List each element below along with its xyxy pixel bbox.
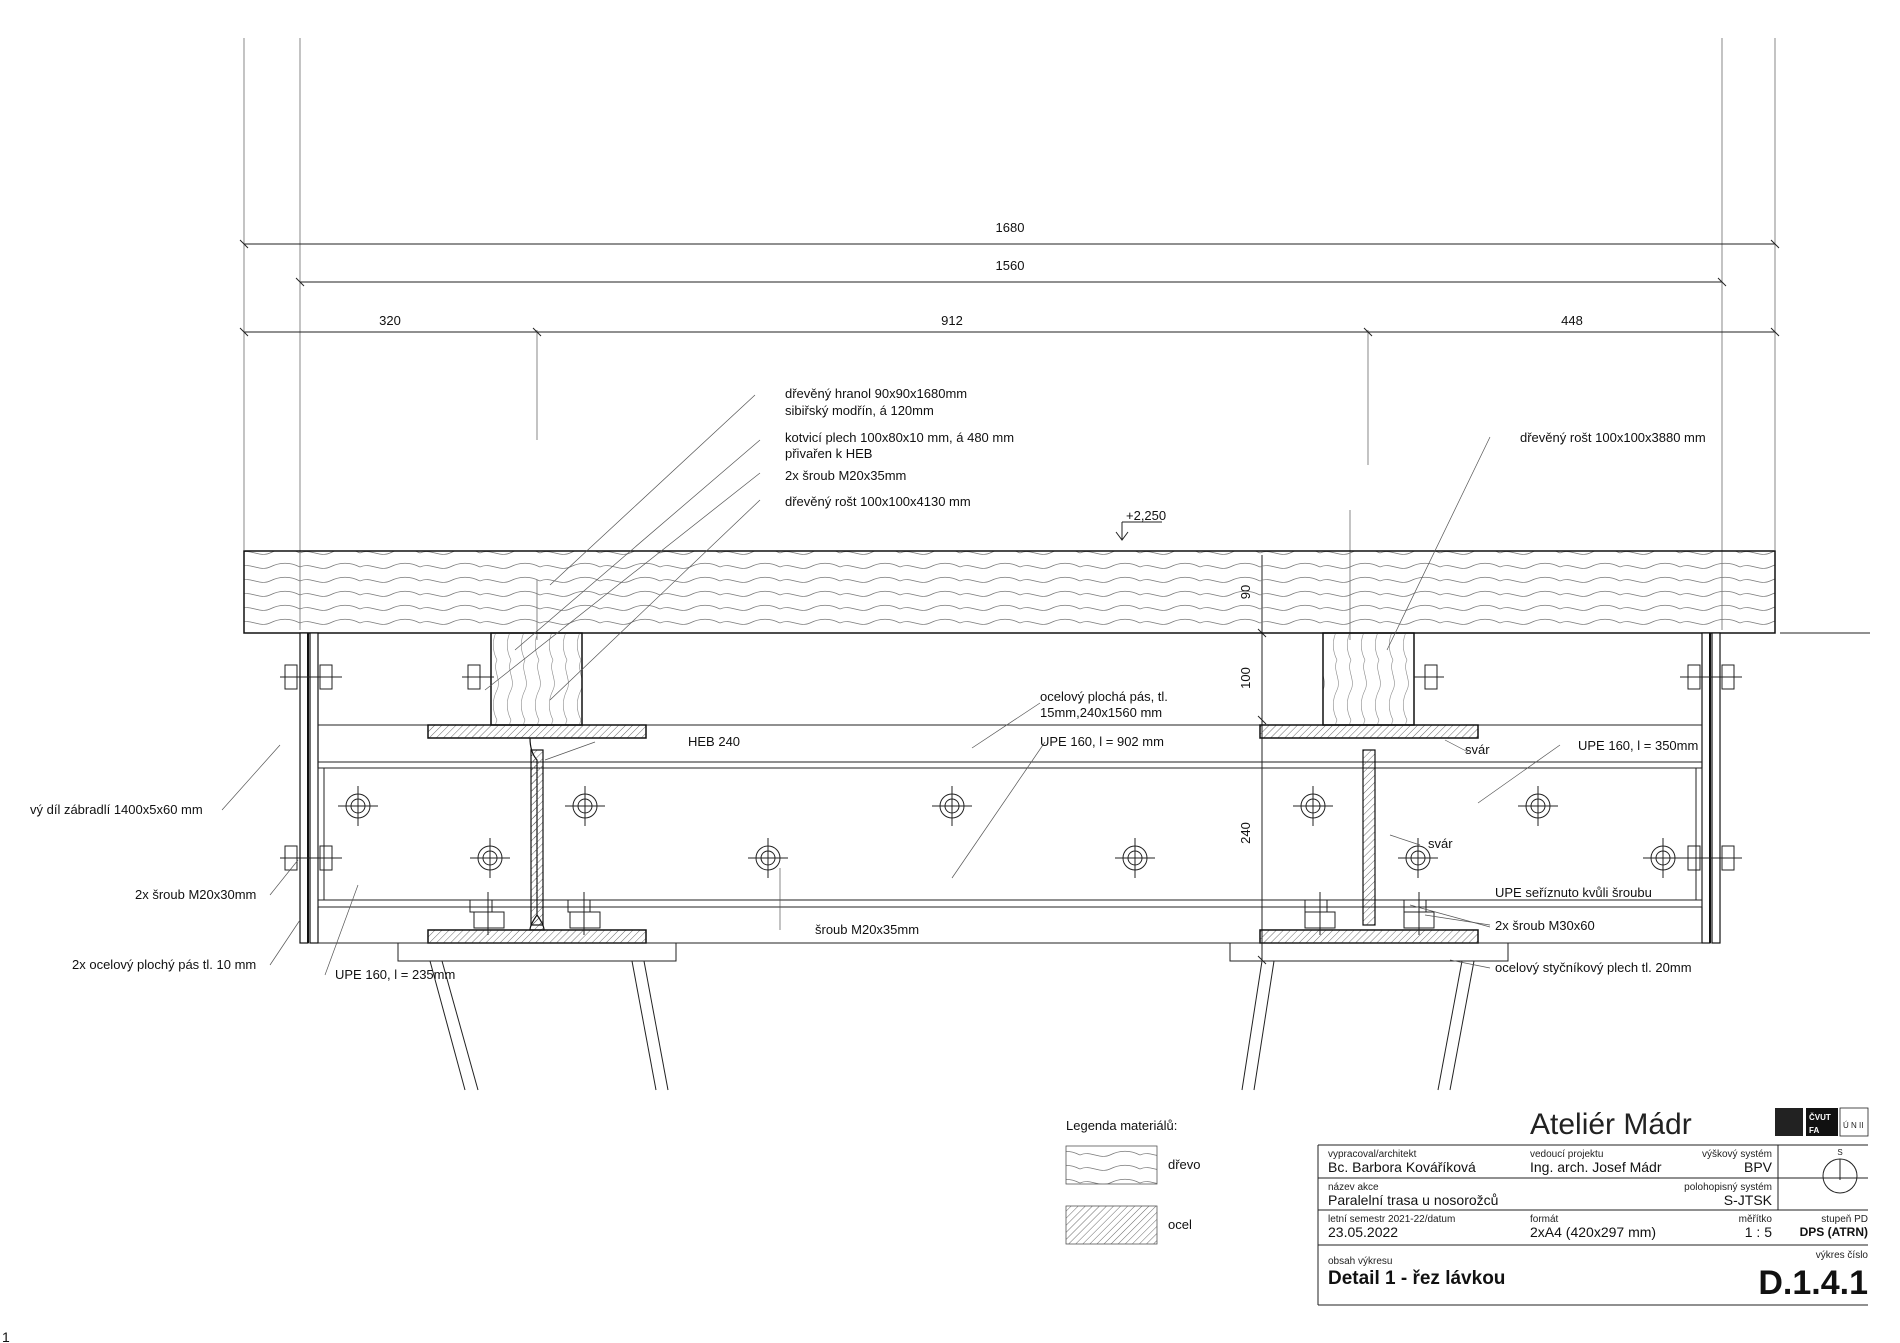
level-marker [1115,521,1162,541]
wood-joist-right [1322,632,1415,726]
author-label: vypracoval/architekt [1328,1149,1417,1160]
logo-fa: FA [1809,1126,1819,1135]
bolt [1115,838,1155,878]
studio-name: Ateliér Mádr [1530,1108,1692,1141]
level-value: +2,250 [1126,508,1166,523]
north-arrow [1822,1158,1858,1194]
label-stycnikovy: ocelový styčníkový plech tl. 20mm [1495,960,1692,975]
wood-deck [243,550,1776,634]
legend-wood-swatch [1065,1145,1158,1185]
dim-overall: 1680 [996,220,1025,235]
legend-wood-label: dřevo [1168,1157,1201,1172]
title-block [1317,1144,1868,1306]
label-sroub-2x30: 2x šroub M20x30mm [135,887,256,902]
stage: DPS (ATRN) [1800,1225,1868,1239]
label-rost-4130: dřevěný rošt 100x100x4130 mm [785,494,971,509]
railing-left [299,632,319,944]
legend-steel-label: ocel [1168,1217,1192,1232]
bolt-bottom [1403,892,1435,935]
bolt-side [1414,664,1444,690]
label-hranol-2: sibiřský modřín, á 120mm [785,403,934,418]
label-svar-1: svár [1465,742,1490,757]
dim-left: 320 [379,313,401,328]
dim-inner: 1560 [996,258,1025,273]
label-sroub-2x35: 2x šroub M20x35mm [785,468,906,483]
columns [397,942,1509,1091]
bolt-bottom [469,892,505,935]
height-sys-label: výškový systém [1702,1149,1772,1160]
logo-un: Ú N II [1843,1121,1863,1130]
bolt [748,838,788,878]
steel-frame [317,724,1703,944]
action: Paralelní trasa u nosorožců [1328,1192,1498,1208]
content-label: obsah výkresu [1328,1256,1392,1267]
heb-beam-left [427,724,647,944]
extension-lines [243,38,1776,640]
format-label: formát [1530,1214,1559,1225]
scale: 1 : 5 [1745,1224,1772,1240]
legend-title: Legenda materiálů: [1066,1118,1177,1133]
label-svar-2: svár [1428,836,1453,851]
label-zabradli: vý díl zábradlí 1400x5x60 mm [30,802,203,817]
label-sroub-30x60: 2x šroub M30x60 [1495,918,1595,933]
dim-right: 448 [1561,313,1583,328]
scale-label: měřítko [1739,1214,1773,1225]
author: Bc. Barbora Kováříková [1328,1159,1476,1175]
label-kotvici-1: kotvicí plech 100x80x10 mm, á 480 mm [785,430,1014,445]
stage-label: stupeň PD [1821,1214,1868,1225]
height-sys: BPV [1744,1159,1773,1175]
label-heb: HEB 240 [688,734,740,749]
coord-sys: S-JTSK [1724,1192,1773,1208]
bolt [1518,786,1558,826]
label-sroub-35: šroub M20x35mm [815,922,919,937]
label-upe-902: UPE 160, l = 902 mm [1040,734,1164,749]
logo-cvut: ČVUT [1809,1113,1831,1122]
bolts [280,664,1742,935]
drawing-number: D.1.4.1 [1758,1264,1868,1302]
bolt-side [1680,845,1742,871]
leader: Ing. arch. Josef Mádr [1530,1159,1662,1175]
bolt-bottom [1304,892,1336,935]
label-upe-seriznuto: UPE seříznuto kvůli šroubu [1495,885,1652,900]
label-plochy-pas-1: ocelový plochá pás, tl. [1040,689,1168,704]
bolt-bottom [567,892,601,935]
bolt [932,786,972,826]
leader-label: vedoucí projektu [1530,1149,1603,1160]
legend-steel-swatch [1065,1205,1158,1245]
coord-sys-label: polohopisný systém [1684,1182,1772,1193]
label-plochy-pas-2: 15mm,240x1560 mm [1040,705,1162,720]
label-kotvici-2: přivařen k HEB [785,446,872,461]
railing-right [1701,632,1721,944]
bolt-side [1680,664,1742,690]
heb-beam-right [1259,724,1479,944]
semester-label: letní semestr 2021-22/datum [1328,1214,1455,1225]
wood-joist-left [490,632,583,726]
dim-100: 100 [1238,667,1253,689]
bolt-side [280,845,342,871]
bolt-side [280,664,342,690]
label-upe-350: UPE 160, l = 350mm [1578,738,1698,753]
dim-middle: 912 [941,313,963,328]
bolt [338,786,378,826]
bolt [1643,838,1683,878]
drawing-content: Detail 1 - řez lávkou [1328,1268,1505,1289]
leader-lines [221,394,1561,976]
bolt [470,838,510,878]
action-label: název akce [1328,1182,1379,1193]
label-upe-235: UPE 160, l = 235mm [335,967,455,982]
format: 2xA4 (420x297 mm) [1530,1224,1656,1240]
bolt [1293,786,1333,826]
label-rost-3880: dřevěný rošt 100x100x3880 mm [1520,430,1706,445]
label-hranol-1: dřevěný hranol 90x90x1680mm [785,386,967,401]
bolt-side [462,664,494,690]
page-number: 1 [2,1329,10,1343]
bolt [565,786,605,826]
drawing-no-label: výkres číslo [1816,1250,1869,1261]
label-plochy-pas-10: 2x ocelový plochý pás tl. 10 mm [72,957,256,972]
cvut-logo [1775,1107,1869,1137]
dim-240: 240 [1238,822,1253,844]
north-label: S [1837,1148,1842,1157]
date: 23.05.2022 [1328,1224,1398,1240]
